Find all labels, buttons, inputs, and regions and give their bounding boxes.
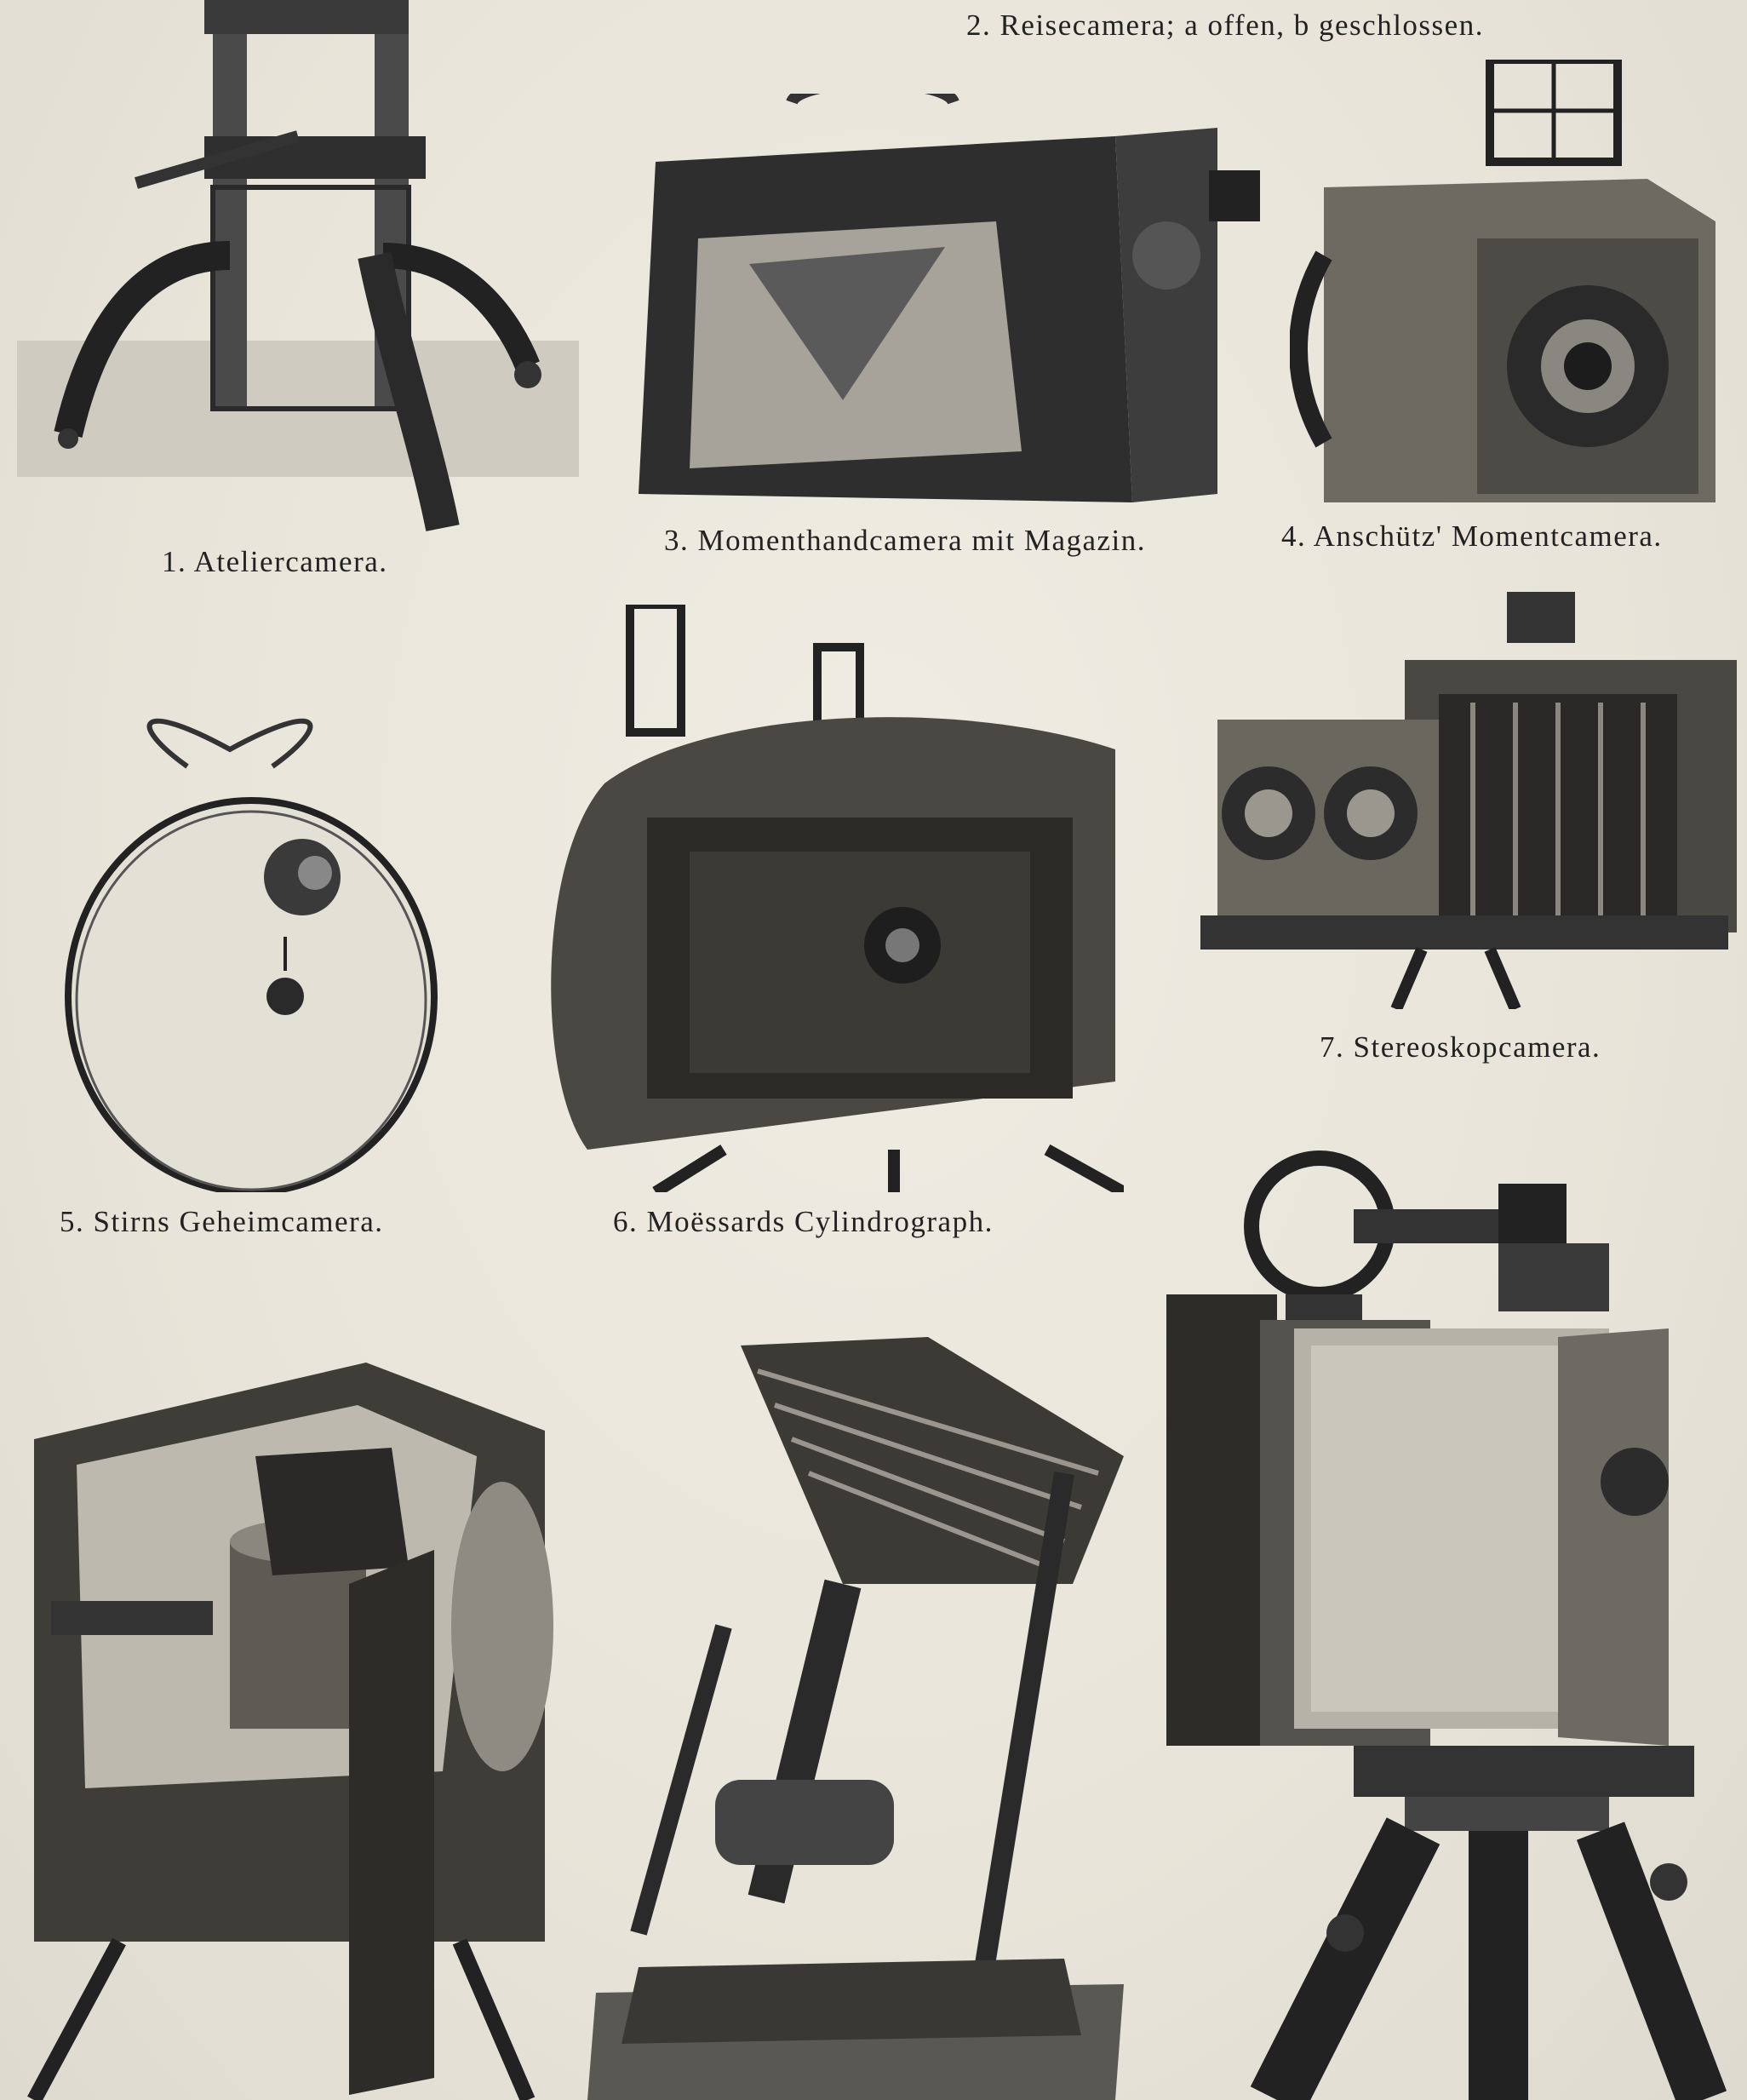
cylindrograph-icon bbox=[551, 605, 1124, 1192]
figure-anschuetz-camera bbox=[1290, 60, 1733, 511]
figure-tilted-bellows-stand bbox=[587, 1303, 1132, 2100]
caption-fig4: 4. Anschütz' Momentcamera. bbox=[1281, 519, 1663, 553]
figure-cylindrograph bbox=[536, 605, 1124, 1192]
box-camera-mechanism-icon bbox=[27, 1363, 553, 2100]
caption-fig5: 5. Stirns Geheimcamera. bbox=[60, 1205, 384, 1238]
caption-fig1: 1. Ateliercamera. bbox=[162, 545, 388, 578]
figure-box-camera-mechanism bbox=[0, 1345, 587, 2100]
figure-theodolite-camera bbox=[1158, 1099, 1737, 2100]
caption-fig7: 7. Stereoskopcamera. bbox=[1320, 1030, 1601, 1064]
figure-stereo-camera bbox=[1200, 592, 1737, 1009]
stirn-camera-icon bbox=[65, 718, 438, 1192]
caption-fig6: 6. Moëssards Cylindrograph. bbox=[613, 1205, 994, 1238]
theodolite-camera-icon bbox=[1166, 1150, 1727, 2100]
figure-momenthandcamera bbox=[621, 94, 1277, 511]
atelier-camera-icon bbox=[17, 0, 579, 531]
figure-atelier-camera bbox=[17, 0, 579, 532]
anschuetz-camera-icon bbox=[1290, 60, 1715, 502]
tilted-bellows-stand-icon bbox=[587, 1337, 1124, 2100]
figure-stirn-camera bbox=[60, 707, 443, 1192]
caption-fig3: 3. Momenthandcamera mit Magazin. bbox=[664, 524, 1147, 557]
hand-camera-icon bbox=[639, 94, 1260, 502]
stereo-camera-icon bbox=[1200, 592, 1737, 1009]
caption-fig2: 2. Reisecamera; a offen, b geschlossen. bbox=[966, 9, 1484, 42]
